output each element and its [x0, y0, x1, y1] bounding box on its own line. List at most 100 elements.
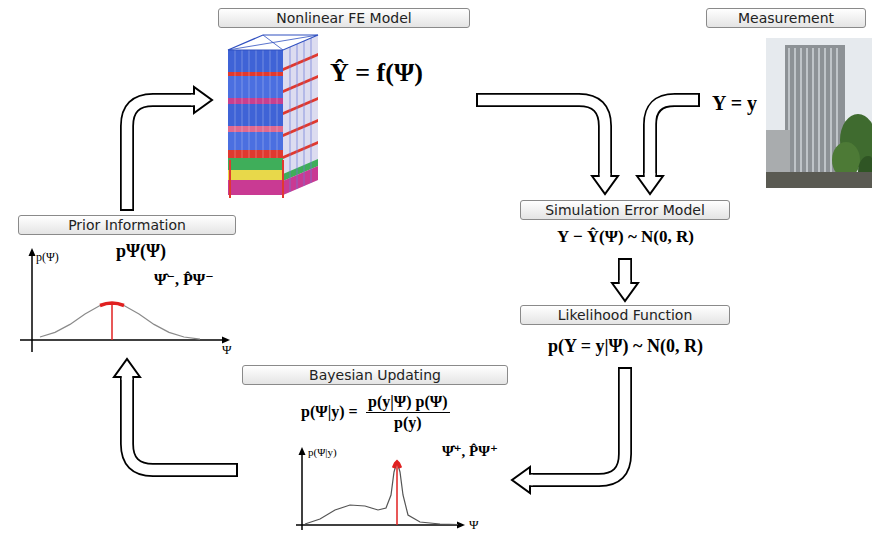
- arrow-fill: [650, 100, 698, 176]
- arrow-joint: [191, 95, 197, 106]
- prior-plot: [31, 254, 33, 352]
- stage-title: Likelihood Function: [520, 305, 730, 325]
- hollow-arrow: [637, 100, 700, 194]
- fe-model-figure: [283, 53, 318, 71]
- building-photo: [766, 130, 790, 178]
- building-photo: [830, 48, 832, 172]
- fe-model-figure: [290, 38, 311, 192]
- fe-model-figure: [228, 126, 283, 132]
- arrow-joint: [527, 475, 533, 486]
- hollow-arrow: [512, 367, 625, 493]
- fe-model-figure: [283, 35, 318, 195]
- fe-model-figure: [311, 38, 312, 183]
- arrow-joint: [122, 374, 133, 380]
- building-photo: [789, 48, 837, 172]
- stage-title: Bayesian Updating: [242, 365, 508, 385]
- hollow-arrow: [127, 87, 212, 211]
- arrow-outline: [650, 100, 700, 176]
- equation: Y = y: [712, 92, 757, 115]
- posterior-plot: [457, 522, 465, 529]
- fe-model-figure: [283, 97, 318, 115]
- fe-model-figure: [228, 50, 283, 72]
- fe-model-figure: [290, 47, 291, 192]
- arrow-outline: [618, 258, 632, 283]
- fe-model-figure: [256, 50, 257, 158]
- posterior-plot: [299, 447, 306, 455]
- fe-model-figure: [270, 50, 271, 158]
- hollow-arrow: [476, 100, 618, 194]
- stage-title: Prior Information: [18, 215, 236, 235]
- axis-label: p(Ψ): [36, 251, 59, 264]
- fe-model-figure: [235, 50, 236, 158]
- fe-model-figure: [229, 160, 231, 198]
- fe-model-figure: [283, 53, 318, 159]
- stage-node: Bayesian Updating p(Ψ|y) = p(y|Ψ) p(Ψ) p(y)…: [242, 365, 508, 533]
- fe-model-figure: [228, 170, 283, 180]
- building-photo: [794, 48, 796, 172]
- stage-title: Measurement: [706, 8, 866, 28]
- equation: p(Y = y|Ψ) ~ N(0, R): [548, 336, 703, 357]
- building-photo: [766, 172, 872, 188]
- fe-model-figure: [228, 150, 283, 158]
- fe-model-figure: [228, 35, 318, 198]
- stage-node: Simulation Error Model Y − Ŷ(Ψ) ~ N(0, R): [520, 200, 730, 254]
- fe-model-figure: [228, 72, 283, 76]
- stage-title: Simulation Error Model: [520, 200, 730, 220]
- posterior-plot: [305, 462, 458, 525]
- axis-label: Ψ: [222, 343, 232, 357]
- posterior-plot: [296, 524, 459, 526]
- arrow-outline: [530, 367, 625, 480]
- fe-model-figure: [228, 180, 283, 195]
- arrow-fill: [127, 377, 236, 470]
- building-photo: [766, 38, 872, 188]
- fe-model-figure: [297, 44, 298, 189]
- arrow-outline: [127, 100, 194, 211]
- prior-plot: [29, 248, 36, 256]
- fe-model-figure: [228, 132, 283, 150]
- equation: p(y|Ψ) p(Ψ): [368, 393, 448, 411]
- arrow-fill: [620, 260, 631, 283]
- prior-plot: [20, 339, 224, 341]
- arrow-joint: [600, 173, 611, 179]
- arrow-fill: [530, 369, 625, 480]
- building-photo: [766, 38, 872, 188]
- posterior-plot: [296, 447, 465, 530]
- building-photo: [806, 48, 808, 172]
- fraction-bar: [366, 412, 450, 413]
- fe-model-figure: [249, 50, 250, 158]
- stage-node: Prior Information pΨ(Ψ) Ψ̂⁻, P̂Ψ⁻: [18, 215, 236, 355]
- equation: Ŷ = f(Ψ): [330, 58, 423, 88]
- fe-model-figure: [277, 50, 278, 158]
- fe-model-figure: [263, 35, 283, 50]
- equation: Ψ̂⁺, P̂Ψ⁺: [442, 443, 498, 460]
- prior-plot: [40, 303, 200, 339]
- fe-model-figure: [228, 98, 283, 104]
- fe-model-figure: [228, 104, 283, 126]
- equation: pΨ(Ψ): [116, 241, 166, 262]
- axis-label: Ψ: [469, 518, 479, 532]
- equation: Y − Ŷ(Ψ) ~ N(0, R): [557, 227, 694, 247]
- fe-model-figure: [283, 119, 318, 137]
- stage-node: Nonlinear FE ModelŶ = f(Ψ): [218, 8, 470, 108]
- posterior-plot: [396, 462, 398, 525]
- fe-model-figure: [228, 76, 283, 98]
- arrow-joint: [620, 280, 631, 286]
- fe-model-figure: [283, 141, 318, 159]
- prior-plot: [20, 248, 230, 352]
- building-photo: [824, 48, 826, 172]
- arrow-outline: [476, 100, 605, 176]
- fe-model-figure: [283, 166, 318, 195]
- fe-model-figure: [235, 50, 277, 158]
- fe-model-figure: [282, 160, 284, 198]
- equation: Ψ̂⁻, P̂Ψ⁻: [154, 271, 214, 289]
- arrow-fill: [127, 100, 194, 209]
- equation: p(Ψ|y) =: [301, 403, 358, 421]
- equation: p(y): [394, 414, 422, 432]
- building-photo: [800, 48, 802, 172]
- building-photo: [818, 48, 820, 172]
- fe-model-figure: [263, 50, 264, 158]
- building-photo: [812, 48, 814, 172]
- arrow-joint: [645, 173, 656, 179]
- fe-model-figure: [228, 158, 283, 170]
